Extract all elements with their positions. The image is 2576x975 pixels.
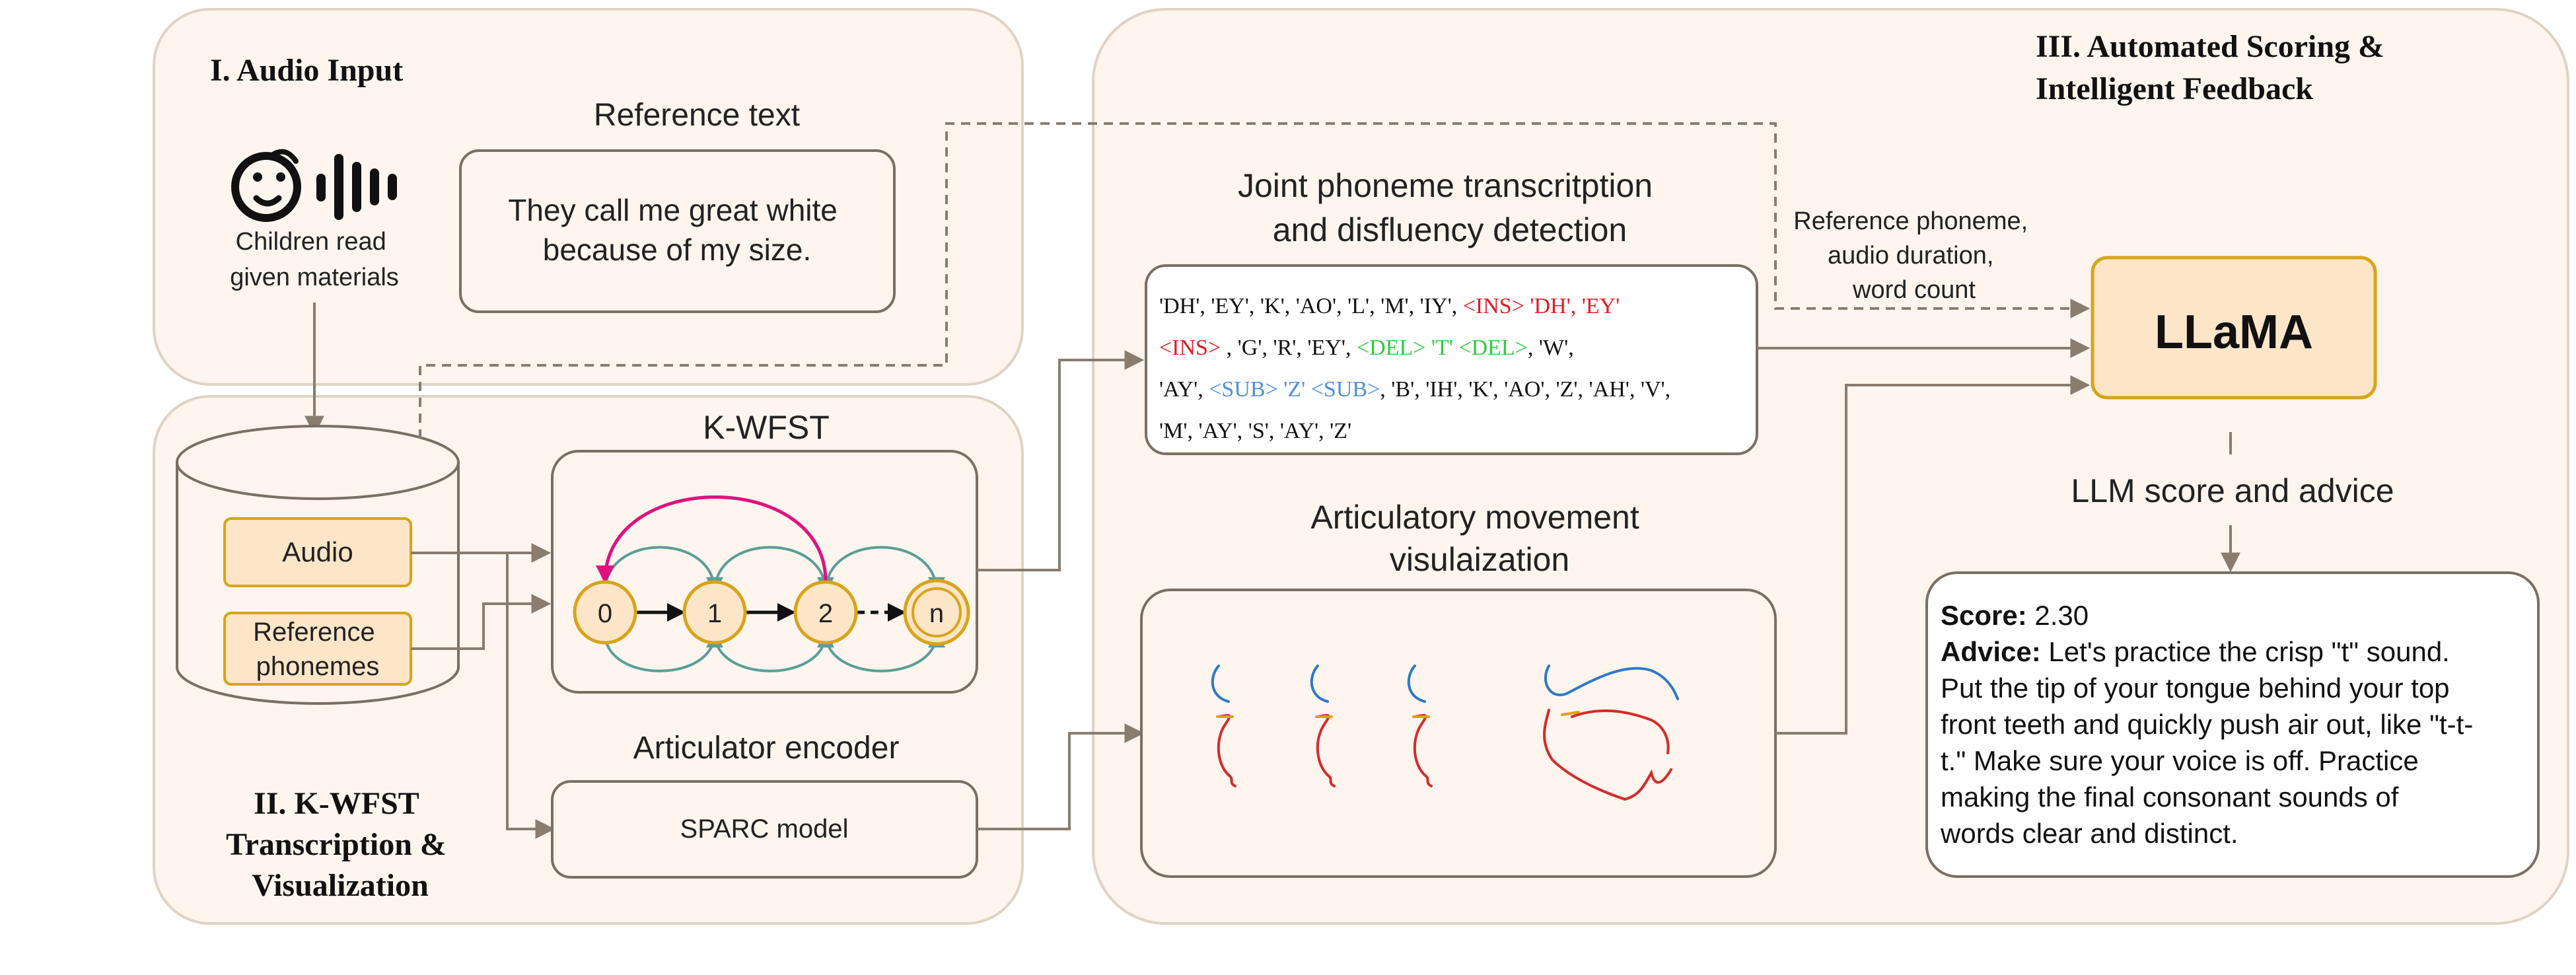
transcription-line: 'AY', <SUB> 'Z' <SUB>, 'B', 'IH', 'K', '…: [1159, 377, 1670, 402]
section-title-scoring: III. Automated Scoring & Intelligent Fee…: [2036, 29, 2392, 106]
arrow-sparc-to-visualization: [977, 723, 1145, 830]
kwfst-state-n-final: n: [903, 579, 970, 646]
svg-text:2: 2: [818, 599, 833, 628]
kwfst-box: [551, 450, 978, 694]
reference-text-content: They call me great white because of my s…: [508, 193, 845, 267]
child-face-icon: [231, 149, 301, 222]
phoneme-segment-normal: , 'G', 'R', 'EY',: [1221, 336, 1357, 360]
section-title-audio-input: I. Audio Input: [210, 53, 403, 88]
phoneme-segment-normal: 'DH', 'EY', 'K', 'AO', 'L', 'M', 'IY',: [1159, 294, 1463, 318]
phoneme-segment-ins: <INS> 'DH', 'EY': [1463, 294, 1620, 318]
transcription-title: Joint phoneme transcritption and disflue…: [1238, 167, 1662, 248]
llama-label: LLaMA: [2155, 306, 2313, 359]
visualization-title: Articulatory movement visulaization: [1310, 499, 1648, 578]
phoneme-segment-normal: 'AY',: [1159, 377, 1209, 402]
kwfst-state-1: 1: [682, 580, 747, 645]
reference-text-box: [459, 149, 896, 313]
kwfst-state-0: 0: [573, 580, 637, 645]
llama-box: [2091, 256, 2377, 400]
dashed-connector-reference-to-llama: [419, 122, 2091, 439]
kwfst-teal-arcs-bottom: [604, 630, 945, 672]
llama-inputs-label: Reference phoneme, audio duration, word …: [1793, 207, 2034, 304]
articulator-trace-2: [1310, 665, 1336, 787]
reference-text-label: Reference text: [594, 98, 800, 133]
svg-text:0: 0: [598, 599, 612, 628]
audio-waveform-icon: [316, 154, 397, 220]
transcription-line: 'DH', 'EY', 'K', 'AO', 'L', 'M', 'IY', <…: [1159, 294, 1620, 318]
children-caption: Children read given materials: [230, 228, 399, 291]
sparc-model-label: SPARC model: [680, 814, 849, 844]
audio-label: Audio: [282, 536, 353, 567]
section-title-kwfst: II. K-WFST Transcription & Visualization: [226, 786, 454, 903]
articulator-trace-3: [1407, 665, 1433, 787]
reference-phonemes-label: Reference phonemes: [253, 618, 382, 681]
visualization-box: [1140, 589, 1777, 878]
transcription-lines: 'DH', 'EY', 'K', 'AO', 'L', 'M', 'IY', <…: [1159, 294, 1670, 443]
articulator-trace-1: [1211, 665, 1236, 787]
phoneme-segment-normal: , 'B', 'IH', 'K', 'AO', 'Z', 'AH', 'V',: [1380, 377, 1670, 402]
arrow-phonemes-to-kwfst: [411, 594, 552, 650]
feedback-advice: Advice: Let's practice the crisp "t" sou…: [1940, 636, 2481, 849]
kwfst-magenta-back-arc: [596, 495, 828, 584]
articulator-trace-4: [1543, 665, 1679, 801]
transcription-line: <INS> , 'G', 'R', 'EY', <DEL> 'T' <DEL>,…: [1159, 336, 1574, 360]
phoneme-segment-normal: 'M', 'AY', 'S', 'AY', 'Z': [1159, 419, 1351, 443]
kwfst-state-2: 2: [793, 580, 858, 645]
phoneme-segment-del: <DEL> 'T' <DEL>: [1357, 336, 1528, 360]
kwfst-label: K-WFST: [703, 409, 830, 446]
phoneme-segment-normal: , 'W',: [1528, 336, 1574, 360]
phoneme-segment-ins: <INS>: [1159, 336, 1221, 360]
svg-text:1: 1: [707, 599, 722, 628]
feedback-score: Score: 2.30: [1941, 600, 2089, 631]
transcription-line: 'M', 'AY', 'S', 'AY', 'Z': [1159, 419, 1351, 443]
arrow-audio-to-encoder: [506, 553, 555, 839]
phoneme-segment-sub: <SUB> 'Z' <SUB>: [1209, 377, 1380, 402]
encoder-label: Articulator encoder: [633, 731, 900, 766]
transcription-box: [1145, 264, 1758, 455]
arrow-kwfst-to-transcription: [977, 350, 1145, 571]
llm-output-label: LLM score and advice: [2071, 472, 2394, 509]
svg-text:n: n: [929, 599, 944, 628]
feedback-box: [1925, 571, 2540, 878]
arrow-visualization-to-llama: [1775, 375, 2091, 735]
